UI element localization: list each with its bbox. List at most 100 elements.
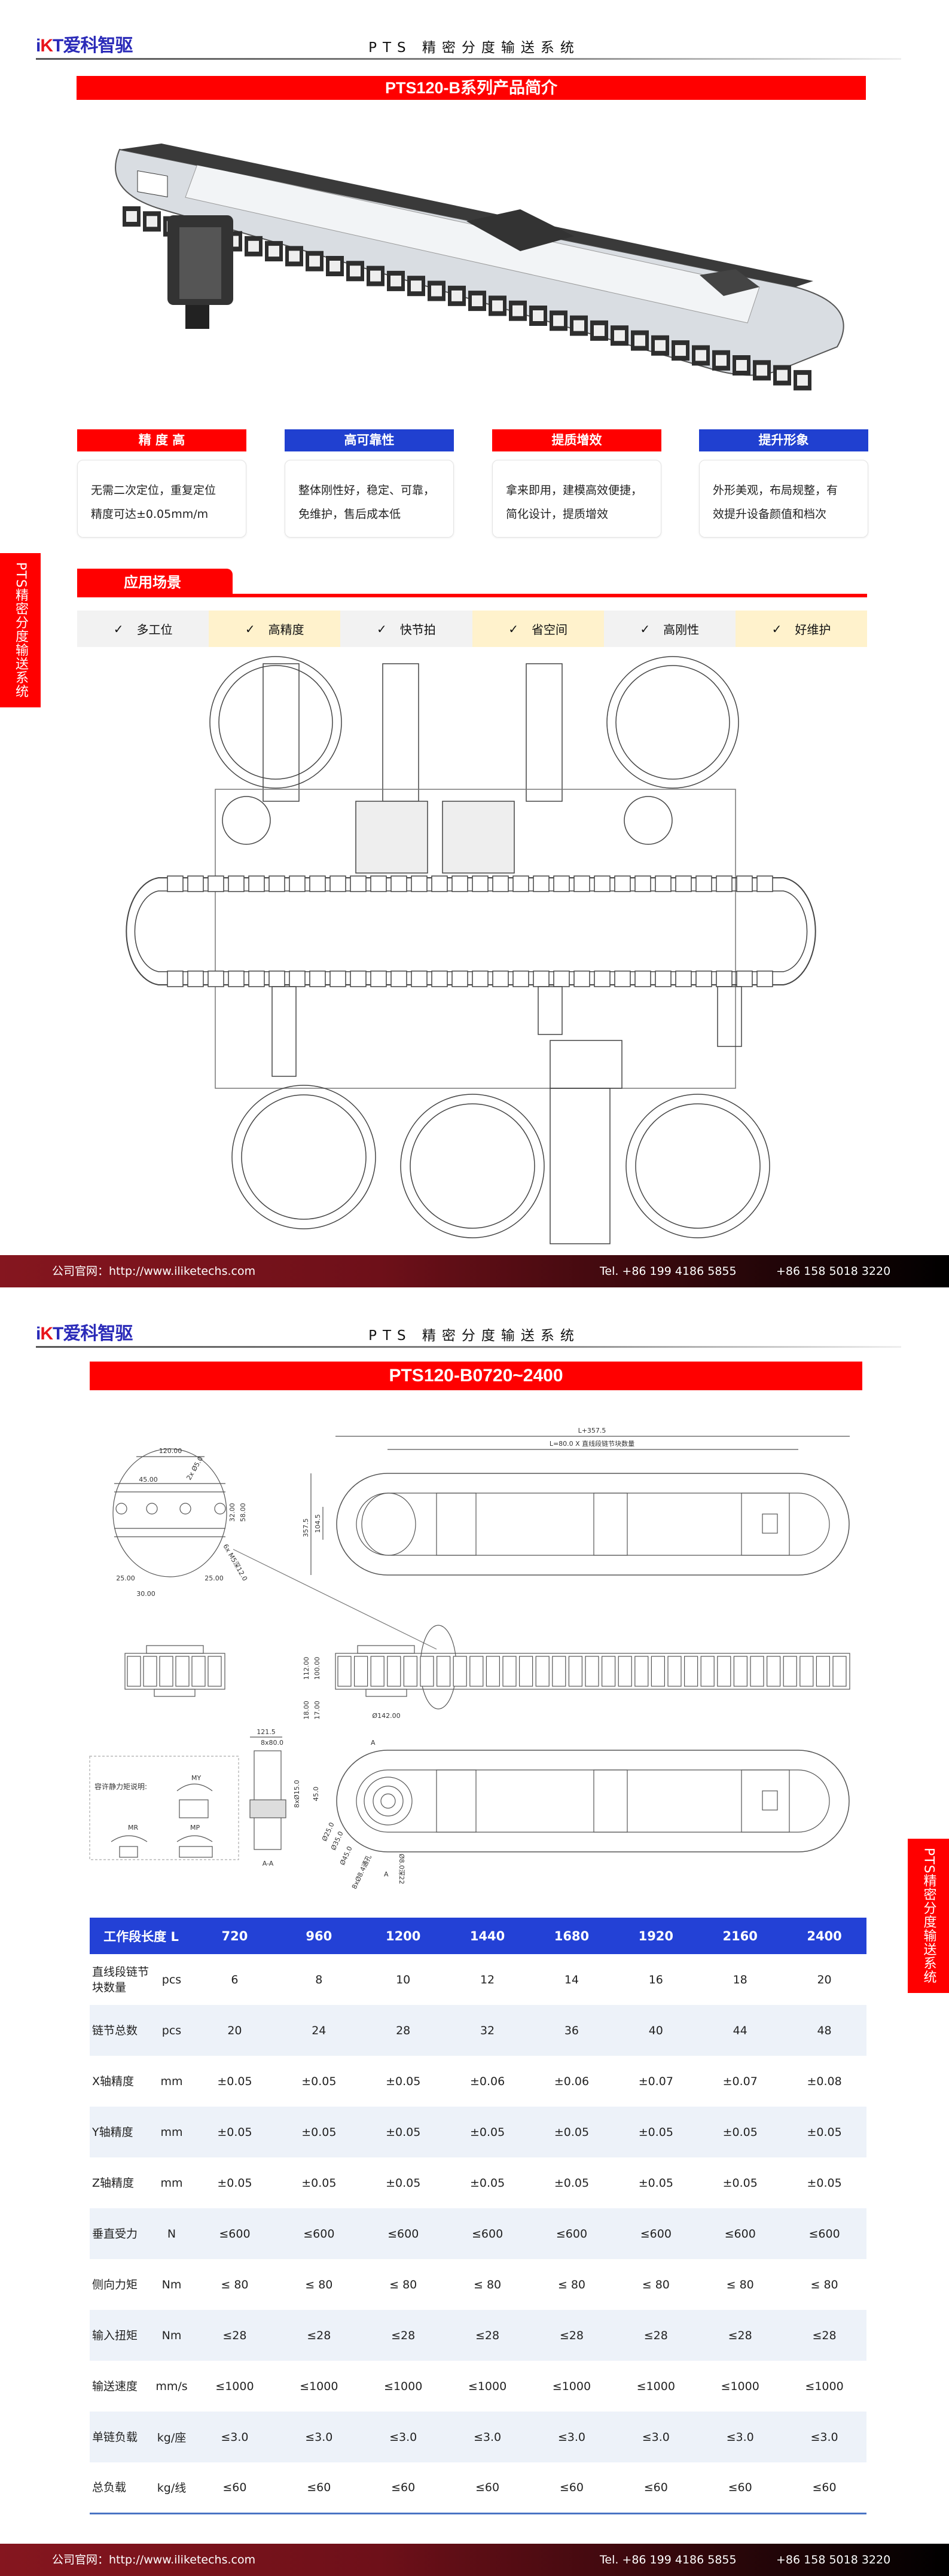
table-cell: ±0.05 bbox=[217, 2176, 252, 2190]
dim-label: 104.5 bbox=[314, 1514, 322, 1533]
column-header: 720 bbox=[193, 1918, 277, 1954]
chain-block bbox=[289, 970, 306, 987]
chain-block bbox=[756, 365, 767, 376]
feature-text: 无需二次定位，重复定位 bbox=[91, 484, 216, 497]
tag-label: 好维护 bbox=[795, 622, 831, 637]
chain-block bbox=[431, 970, 448, 987]
chain-block bbox=[512, 970, 529, 987]
section-marker: A bbox=[371, 1739, 376, 1747]
table-cell: ≤600 bbox=[529, 2208, 614, 2259]
brand-logo: iKT爱科智驱 bbox=[36, 36, 133, 56]
table-cell: 36 bbox=[529, 2005, 614, 2056]
table-cell: ≤28 bbox=[529, 2310, 614, 2361]
table-cell: ±0.05 bbox=[807, 2176, 842, 2190]
chain-block bbox=[486, 1656, 501, 1687]
side-tab[interactable]: PTS精密分度输送系统 bbox=[908, 1839, 949, 1993]
chain-block bbox=[403, 1656, 418, 1687]
table-cell: ±0.05 bbox=[386, 2074, 421, 2088]
row-lbl: 总负载 bbox=[92, 2480, 127, 2494]
table-cell: ≤600 bbox=[361, 2208, 445, 2259]
tag-easy-maintenance: ✓ 好维护 bbox=[735, 611, 868, 647]
feature-text: 拿来即用，建模高效便捷， bbox=[506, 484, 643, 497]
table-cell: 14 bbox=[564, 1973, 579, 1986]
chain-block bbox=[553, 875, 570, 892]
feature-header-reliability: 高可靠性 bbox=[285, 429, 454, 451]
check-icon: ✓ bbox=[245, 621, 255, 636]
dim-label: Ø45.0 bbox=[338, 1845, 354, 1867]
row-unit: pcs bbox=[151, 2005, 193, 2056]
table-cell: 16 bbox=[648, 1973, 663, 1986]
chain-block bbox=[431, 285, 442, 297]
check-icon: ✓ bbox=[640, 621, 651, 636]
dial-plate bbox=[606, 656, 739, 789]
table-cell: ≤60 bbox=[643, 2480, 668, 2494]
table-cell: ≤3.0 bbox=[614, 2412, 698, 2462]
chain-block bbox=[601, 1656, 616, 1687]
table-cell: ≤28 bbox=[614, 2310, 698, 2361]
chain-block bbox=[248, 970, 265, 987]
dim-label: 45.0 bbox=[312, 1787, 320, 1802]
moment-diagram: 容许静力矩说明: MY MR MP bbox=[89, 1756, 239, 1860]
chain-block bbox=[353, 1656, 368, 1687]
chain-block bbox=[832, 1656, 847, 1687]
chain-block bbox=[147, 216, 157, 227]
row-lbl: Y轴精度 bbox=[90, 2107, 151, 2157]
chain-block bbox=[512, 305, 523, 316]
check-icon: ✓ bbox=[377, 621, 387, 636]
brand-logo: iKT爱科智驱 bbox=[36, 1324, 133, 1344]
dim-label: 112.00 bbox=[303, 1657, 310, 1680]
chain-block bbox=[329, 875, 346, 892]
side-tab[interactable]: PTS精密分度输送系统 bbox=[0, 553, 41, 707]
chain-block bbox=[350, 265, 361, 277]
table-cell: 48 bbox=[782, 2005, 866, 2056]
chain-block bbox=[175, 1656, 190, 1687]
chain-block bbox=[736, 875, 753, 892]
table-cell: ≤600 bbox=[782, 2208, 866, 2259]
check-icon: ✓ bbox=[113, 621, 124, 636]
chain-block bbox=[614, 970, 631, 987]
table-cell: 8 bbox=[315, 1973, 323, 1986]
system-title: PTS 精密分度输送系统 bbox=[368, 40, 580, 56]
chain-block bbox=[390, 970, 407, 987]
check-icon: ✓ bbox=[771, 621, 782, 636]
phone-1: Tel. +86 199 4186 5855 bbox=[600, 1265, 737, 1278]
website-link[interactable]: 公司官网：http://www.iliketechs.com bbox=[52, 1265, 256, 1278]
chain-block bbox=[573, 970, 590, 987]
table-cell: 20 bbox=[193, 2005, 277, 2056]
table-cell: ≤3.0 bbox=[529, 2412, 614, 2462]
chain-block bbox=[309, 875, 326, 892]
feature-box-precision: 无需二次定位，重复定位精度可达±0.05mm/m bbox=[77, 460, 246, 538]
side-chain-blocks bbox=[127, 1656, 847, 1687]
chain-block bbox=[191, 1656, 206, 1687]
chain-block bbox=[766, 1656, 781, 1687]
chain-block bbox=[370, 875, 387, 892]
feature-text: 免维护，售后成本低 bbox=[298, 508, 401, 521]
table-cell: ≤ 80 bbox=[473, 2278, 502, 2291]
dim-label: 17.00 bbox=[313, 1701, 321, 1720]
conveyor-body bbox=[115, 144, 844, 376]
chain-block bbox=[736, 360, 747, 371]
chain-block bbox=[187, 875, 204, 892]
chain-block bbox=[618, 1656, 632, 1687]
feature-header-precision: 精 度 高 bbox=[77, 429, 246, 451]
column-header: 1440 bbox=[445, 1918, 530, 1954]
row-lbl: X轴精度 bbox=[92, 2074, 135, 2088]
table-cell: 40 bbox=[614, 2005, 698, 2056]
chain-block bbox=[695, 875, 712, 892]
dim-label: 2x Ø5.0 bbox=[185, 1455, 205, 1482]
section-view: A-A 121.5 8x80.0 8xØ15.0 45.0 bbox=[249, 1728, 320, 1867]
chain-block bbox=[655, 340, 666, 351]
chain-block bbox=[736, 970, 753, 987]
row-lbl: 链节总数 bbox=[90, 2005, 151, 2056]
feature-text: 简化设计，提质增效 bbox=[506, 508, 609, 521]
table-cell: ≤28 bbox=[698, 2310, 783, 2361]
website-link[interactable]: 公司官网：http://www.iliketechs.com bbox=[52, 2553, 256, 2566]
chain-block bbox=[783, 1656, 797, 1687]
chain-block bbox=[126, 211, 137, 222]
chain-block bbox=[614, 875, 631, 892]
table-cell: ≤1000 bbox=[805, 2379, 844, 2393]
